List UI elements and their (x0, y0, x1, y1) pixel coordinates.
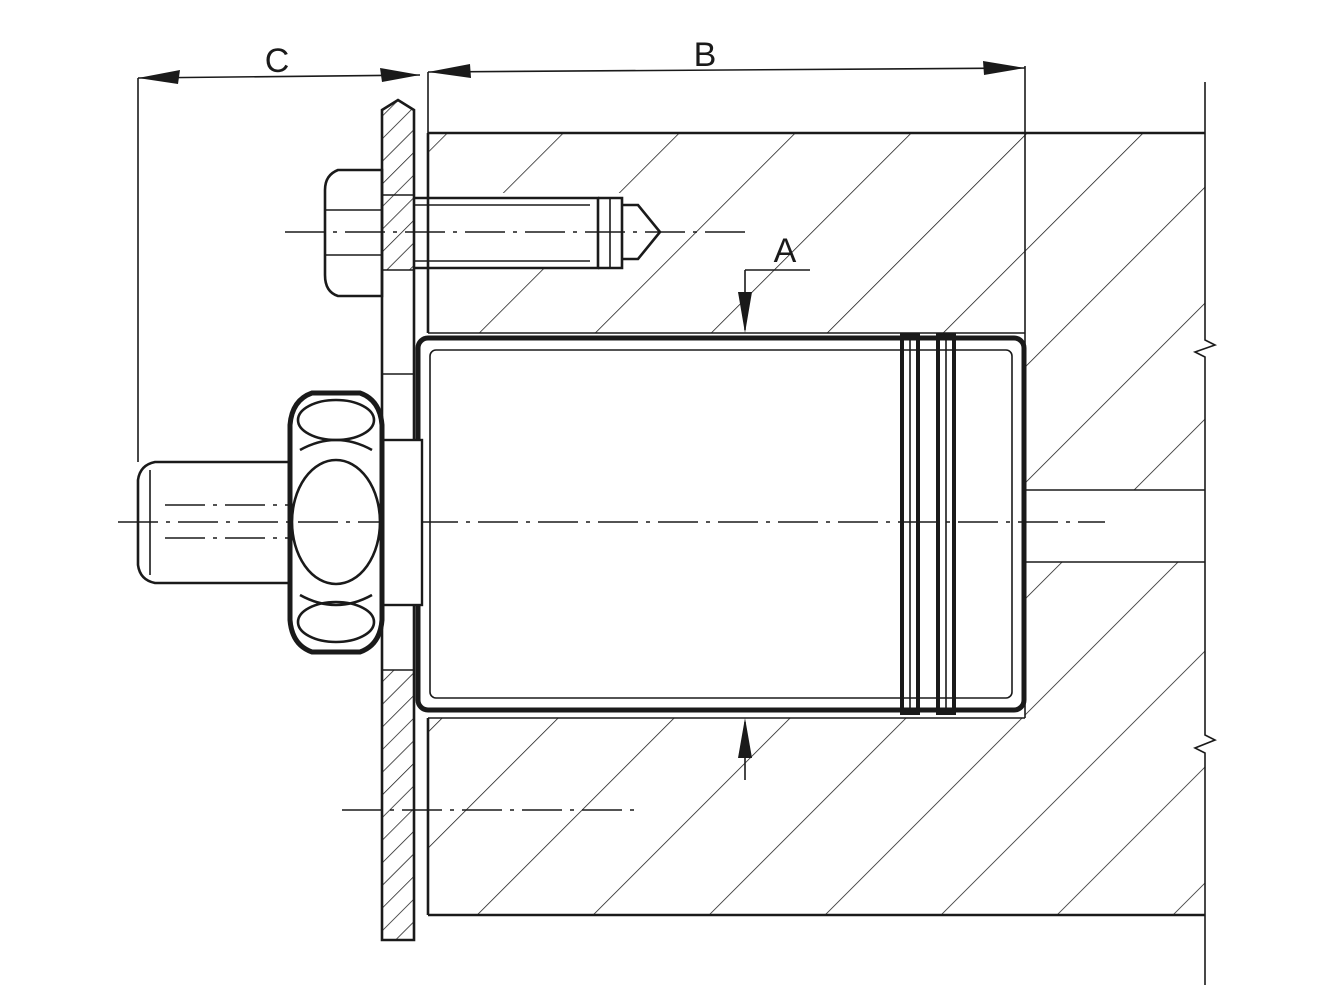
break-line (1192, 82, 1218, 985)
housing-block (426, 131, 1205, 917)
dim-c-label: C (265, 42, 290, 80)
dimension-c: C (137, 42, 421, 462)
dim-b-label: B (694, 36, 717, 74)
dimension-b: B (427, 36, 1026, 333)
hex-nut-assembly (136, 390, 424, 655)
cap-screw (285, 168, 745, 298)
dim-a-label: A (774, 232, 797, 270)
cylinder-body (118, 333, 1105, 715)
dimension-a: A (738, 232, 810, 780)
